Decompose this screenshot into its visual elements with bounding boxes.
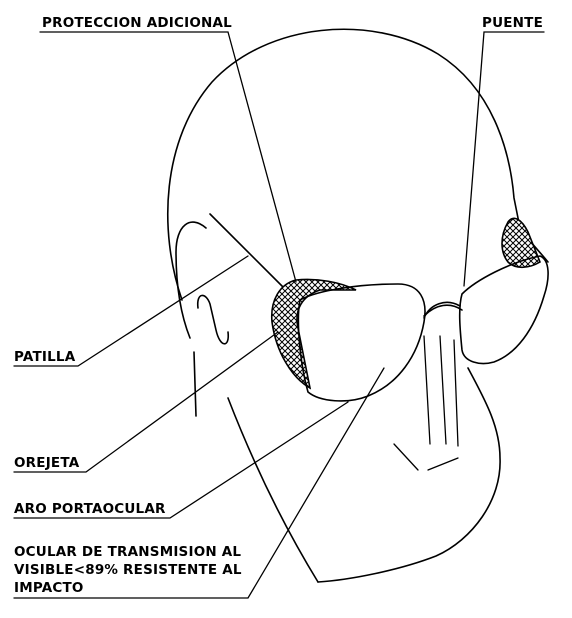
head-outline (168, 29, 548, 300)
nose-bridge-right (440, 336, 446, 444)
nose-bridge-left (424, 336, 430, 444)
label-ocular-line1: OCULAR DE TRANSMISION AL (14, 544, 241, 560)
ear-outline (176, 222, 206, 338)
lens-left (298, 284, 425, 401)
frame-bridge (424, 305, 462, 316)
mouth-right (428, 458, 458, 470)
nose-line (424, 302, 460, 318)
label-aro-portaocular: ARO PORTAOCULAR (14, 501, 166, 517)
side-shield-right (502, 218, 540, 267)
ear-inner (198, 295, 229, 343)
label-proteccion-adicional: PROTECCION ADICIONAL (42, 15, 232, 31)
mouth-left (394, 444, 418, 470)
jaw-line (228, 398, 318, 582)
lens-right (460, 256, 548, 364)
label-patilla: PATILLA (14, 349, 76, 365)
label-puente: PUENTE (482, 15, 543, 31)
neck-line (194, 352, 196, 416)
leader-proteccion (40, 32, 296, 282)
label-orejeta: OREJETA (14, 455, 80, 471)
cheek-line (454, 340, 458, 446)
label-ocular-line2: VISIBLE<89% RESISTENTE AL (14, 562, 242, 578)
label-ocular-line3: IMPACTO (14, 580, 84, 596)
side-shield-left (272, 279, 356, 388)
temple-line (210, 214, 286, 290)
